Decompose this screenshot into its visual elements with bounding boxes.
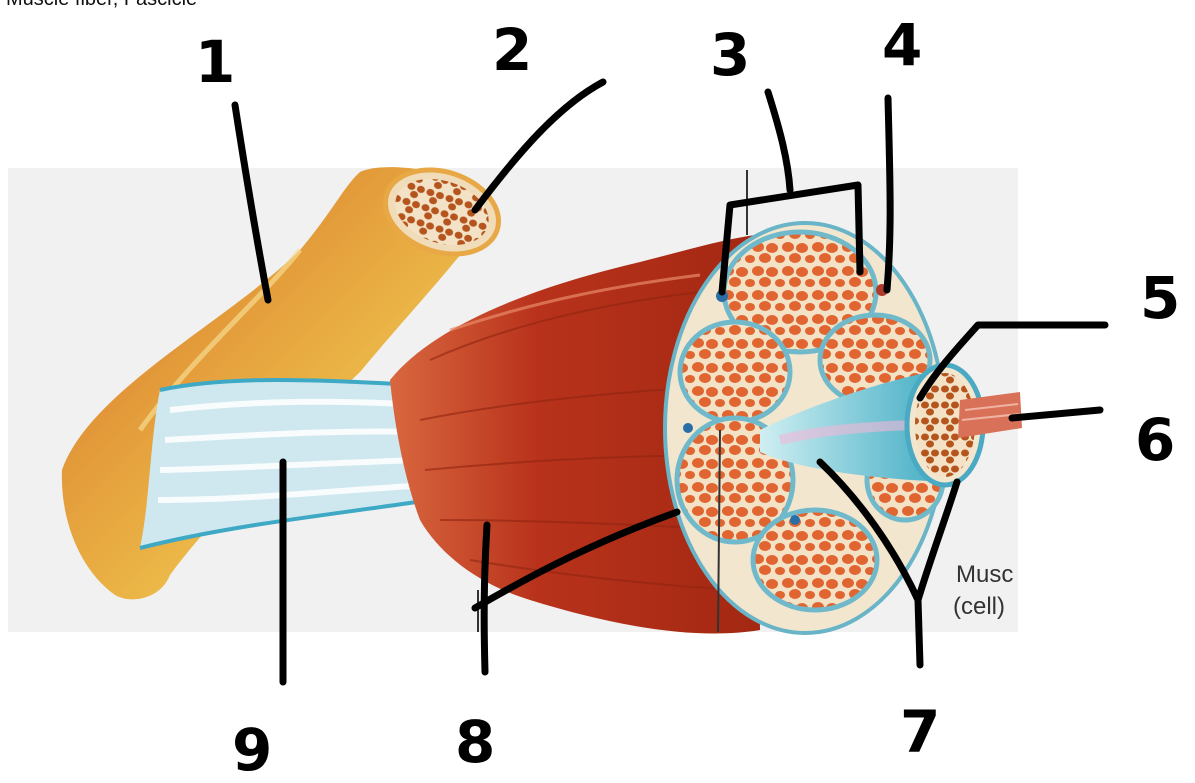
label-5: 5 <box>1140 264 1180 332</box>
label-9: 9 <box>232 716 272 778</box>
label-1: 1 <box>195 28 235 96</box>
label-8: 8 <box>455 708 495 776</box>
side-caption-line-2: (cell) <box>953 593 1005 620</box>
blood-vessel <box>790 515 800 525</box>
label-6: 6 <box>1135 406 1175 474</box>
label-4: 4 <box>882 11 922 79</box>
leader-line-6 <box>1012 410 1100 418</box>
blood-vessel <box>683 423 693 433</box>
leader-line-4 <box>887 98 890 290</box>
label-3: 3 <box>710 21 750 89</box>
page-title: Muscle fiber, Fascicle <box>6 0 197 11</box>
label-2: 2 <box>492 16 532 84</box>
label-7: 7 <box>900 698 940 766</box>
side-caption-line-1: Musc <box>956 561 1013 588</box>
